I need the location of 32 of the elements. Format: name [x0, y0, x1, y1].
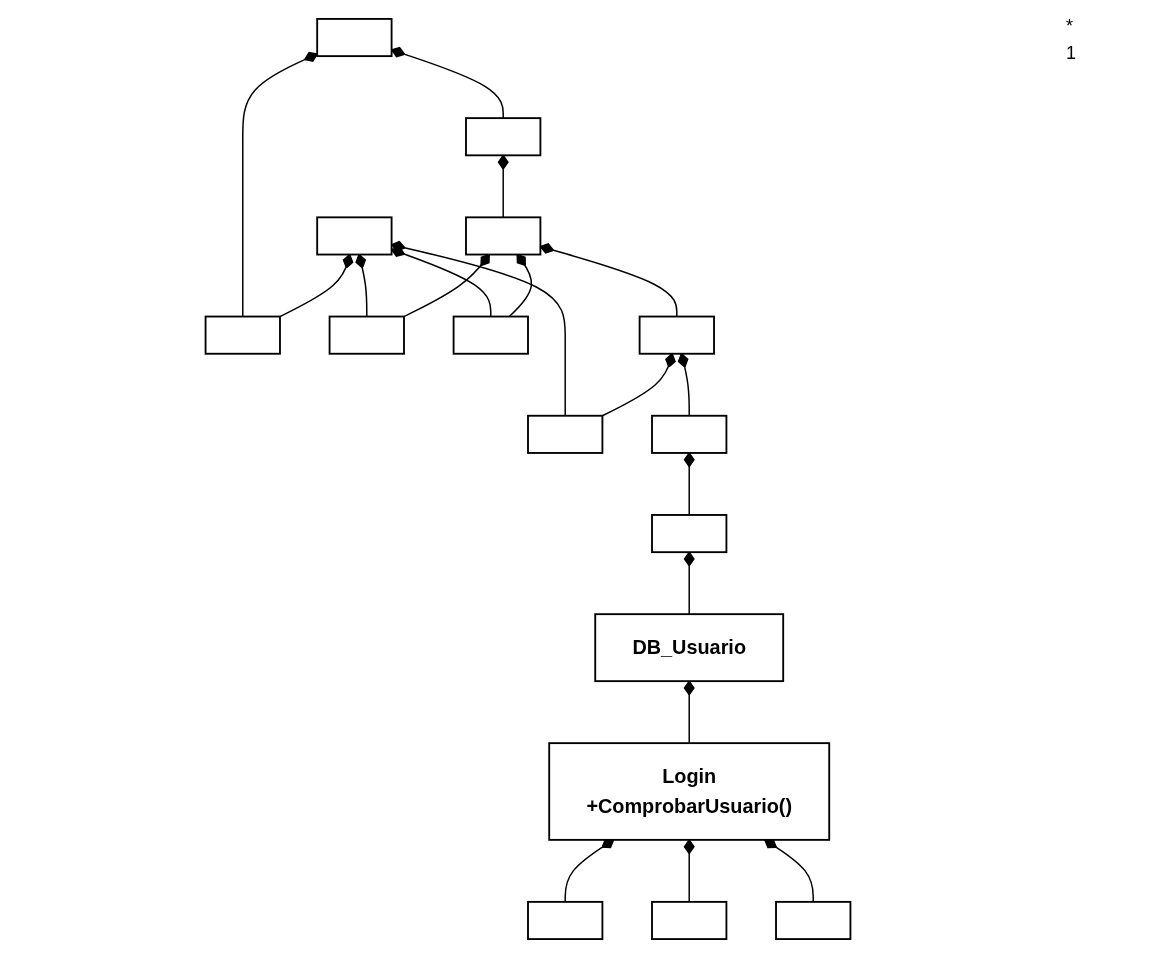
node-box	[465, 216, 542, 256]
connector	[242, 51, 318, 318]
node-box	[316, 18, 393, 58]
node-box	[638, 315, 715, 355]
multiplicity-label: *	[1066, 16, 1074, 37]
node-box	[651, 514, 728, 554]
connector	[677, 353, 690, 417]
connector	[403, 253, 490, 318]
connector	[683, 680, 695, 744]
node-box	[204, 315, 281, 355]
node-box	[465, 117, 542, 157]
node-box	[316, 216, 393, 256]
connector	[279, 253, 354, 318]
multiplicity-label: 1	[1066, 43, 1077, 64]
node-box: Login +ComprobarUsuario()	[548, 742, 831, 841]
node-box: DB_Usuario	[594, 613, 785, 683]
connector	[683, 452, 695, 516]
node-box	[527, 414, 604, 454]
connector	[564, 838, 615, 903]
connector	[683, 839, 695, 903]
connector	[508, 253, 533, 318]
node-box	[527, 900, 604, 940]
connector	[764, 838, 814, 903]
connector	[355, 253, 368, 318]
node-box	[328, 315, 405, 355]
connector	[601, 353, 676, 417]
node-box	[651, 414, 728, 454]
connector	[683, 551, 695, 615]
node-box	[452, 315, 529, 355]
node-box	[775, 900, 852, 940]
connector	[497, 154, 509, 219]
node-box	[651, 900, 728, 940]
